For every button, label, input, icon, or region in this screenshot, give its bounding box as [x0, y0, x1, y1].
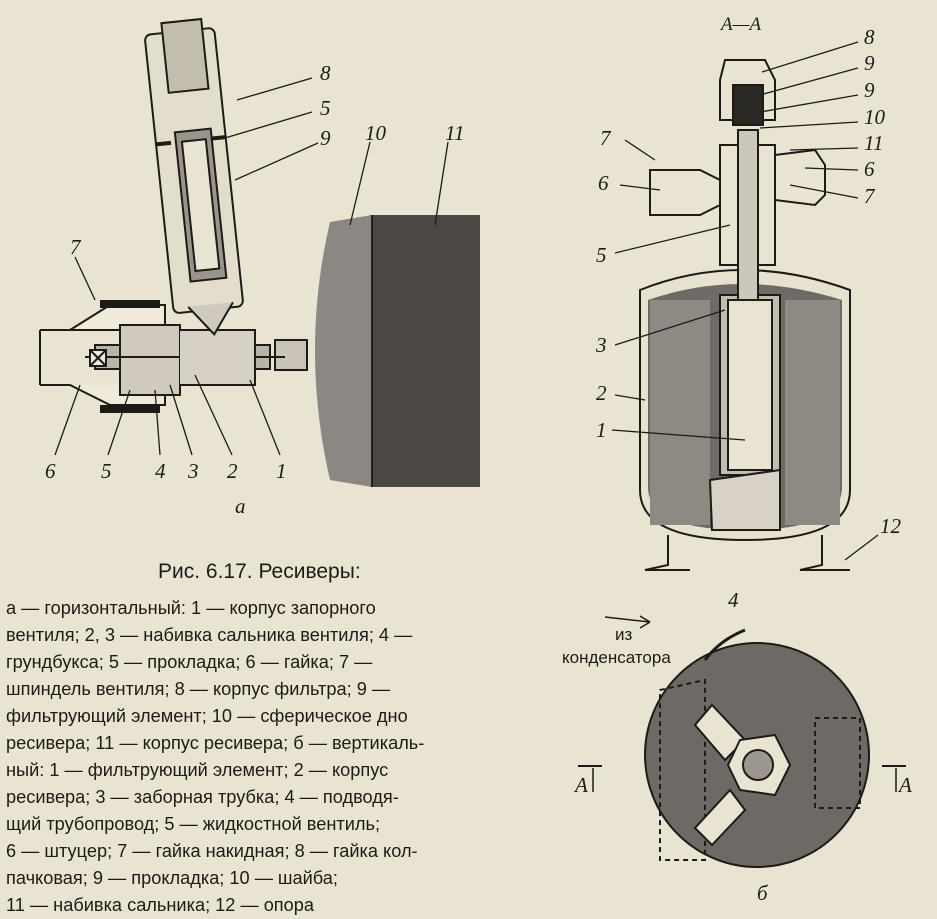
figure-a-labels: 8 5 9 10 11 7 6 5 4 3 2 1 а — [45, 61, 464, 518]
label-a-6: 6 — [45, 459, 56, 483]
label-v-1: 1 — [596, 418, 607, 442]
label-a-7: 7 — [70, 235, 82, 259]
figure-b-labels: 4 из конденсатора А А б — [562, 588, 912, 905]
label-v-8: 8 — [864, 25, 875, 49]
label-a-8: 8 — [320, 61, 331, 85]
label-a-2: 2 — [227, 459, 238, 483]
figure-caption-body: а — горизонтальный: 1 — корпус запорного… — [6, 595, 531, 919]
label-v-7b: 7 — [864, 184, 876, 208]
caption-line: шпиндель вентиля; 8 — корпус фильтра; 9 … — [6, 679, 391, 699]
caption-line: пачковая; 9 — прокладка; 10 — шайба; — [6, 868, 338, 888]
inlet-note-line2: конденсатора — [562, 648, 671, 667]
figure-a-drawing — [39, 17, 480, 487]
label-v-10: 10 — [864, 105, 886, 129]
label-v-7: 7 — [600, 126, 612, 150]
caption-line: щий трубопровод; 5 — жидкостной вентиль; — [6, 814, 381, 834]
label-v-6: 6 — [598, 171, 609, 195]
label-a-1: 1 — [276, 459, 287, 483]
caption-line: ресивера; 3 — заборная трубка; 4 — подво… — [6, 787, 399, 807]
figure-caption-title: Рис. 6.17. Ресиверы: — [158, 560, 361, 583]
caption-line: 6 — штуцер; 7 — гайка накидная; 8 — гайк… — [6, 841, 418, 861]
label-a-9: 9 — [320, 126, 331, 150]
caption-line: а — горизонтальный: 1 — корпус запорного — [6, 598, 376, 618]
label-a-5b: 5 — [101, 459, 112, 483]
label-v-2: 2 — [596, 381, 607, 405]
figure-a-leaders — [54, 77, 449, 456]
label-v-6b: 6 — [864, 157, 875, 181]
label-v-11: 11 — [864, 131, 883, 155]
caption-line: 11 — набивка сальника; 12 — опора — [6, 895, 315, 915]
section-label: А—А — [719, 14, 762, 35]
label-v-5: 5 — [596, 243, 607, 267]
figure-vertical-labels: А—А 8 9 9 10 11 7 6 6 7 5 3 2 1 12 — [595, 14, 902, 538]
figure-a-caption-letter: а — [235, 494, 246, 518]
cut-label-right: А — [897, 773, 912, 797]
caption-line: грундбукса; 5 — прокладка; 6 — гайка; 7 … — [6, 652, 373, 672]
label-a-4: 4 — [155, 459, 166, 483]
figure-b-drawing — [578, 615, 906, 868]
label-a-3: 3 — [187, 459, 199, 483]
figure-vertical-drawing — [639, 59, 851, 571]
figure-vertical-leaders — [611, 41, 879, 561]
caption-line: фильтрующий элемент; 10 — сферическое дн… — [6, 706, 408, 726]
label-v-12: 12 — [880, 514, 902, 538]
label-a-5: 5 — [320, 96, 331, 120]
label-a-10: 10 — [365, 121, 387, 145]
caption-line: ный: 1 — фильтрующий элемент; 2 — корпус — [6, 760, 389, 780]
cut-label-left: А — [573, 773, 588, 797]
label-v-3: 3 — [595, 333, 607, 357]
caption-line: ресивера; 11 — корпус ресивера; б — верт… — [6, 733, 425, 753]
label-a-11: 11 — [445, 121, 464, 145]
label-b-4: 4 — [728, 588, 739, 612]
figure-b-caption-letter: б — [757, 881, 769, 905]
caption-line: вентиля; 2, 3 — набивка сальника вентиля… — [6, 625, 413, 645]
label-v-9: 9 — [864, 51, 875, 75]
label-v-9b: 9 — [864, 78, 875, 102]
inlet-note-line1: из — [615, 625, 632, 644]
